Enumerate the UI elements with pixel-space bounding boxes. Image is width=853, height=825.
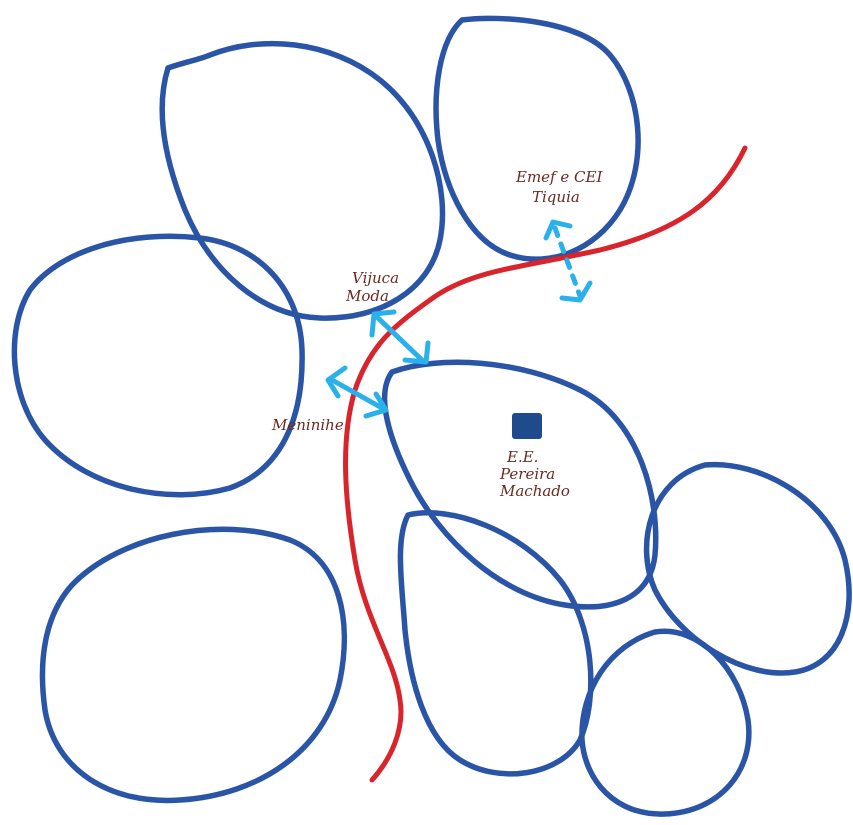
outline-top-center [159, 40, 446, 321]
label-tiquia: Tiquia [532, 188, 580, 206]
label-moda: Moda [345, 287, 389, 305]
handwritten-labels: Emef e CEI Tiquia Vijuca Moda Meninihe E… [271, 168, 603, 500]
label-meninihe: Meninihe [271, 416, 344, 434]
label-pereira: Pereira [499, 465, 555, 483]
outline-center [381, 359, 659, 610]
outline-bottom-left [39, 526, 348, 804]
label-machado: Machado [499, 482, 570, 500]
arrow-center [369, 309, 431, 365]
arrow-top-right [543, 219, 593, 303]
connection-arrows [325, 219, 593, 419]
arrow-left [325, 365, 389, 419]
label-ee: E.E. [506, 448, 538, 466]
red-route-line [343, 145, 748, 783]
school-marker-square [512, 413, 542, 439]
label-emef-cei: Emef e CEI [515, 168, 603, 186]
neighborhood-outlines [11, 15, 852, 817]
label-vijuca: Vijuca [352, 269, 399, 287]
outline-top-right [433, 15, 641, 262]
outline-bottom-right [579, 628, 752, 817]
outline-left [11, 233, 305, 498]
outline-bottom-center [397, 510, 594, 777]
outline-right [643, 461, 852, 676]
